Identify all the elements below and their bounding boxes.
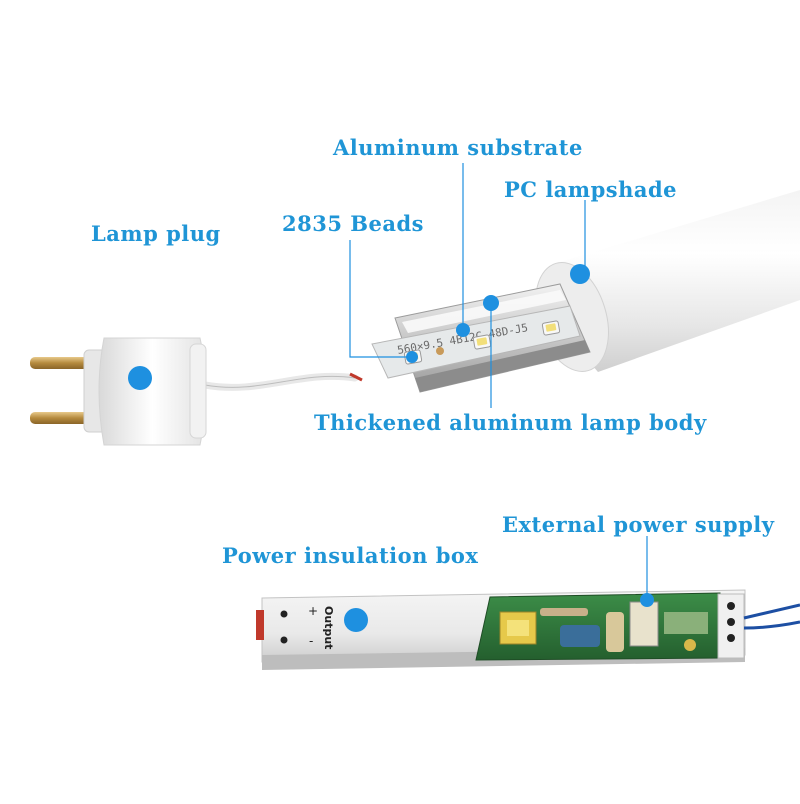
minus-sign: - [309,634,313,648]
external-power-supply-pcb [475,592,721,661]
leader-lines [349,163,648,598]
input-wire [743,603,800,620]
marker-insulation-box [344,608,368,632]
marker-beads [406,351,418,363]
marker-external-power [640,593,654,607]
markers [128,264,654,632]
input-terminal-block [717,593,800,659]
label-pc-lampshade: PC lampshade [504,177,678,202]
label-external-power: External power supply [502,512,775,537]
output-label: Output [322,606,335,649]
capacitor [629,601,659,647]
solder-pad [436,347,444,355]
label-aluminum-substrate: Aluminum substrate [333,135,583,160]
leader-beads [349,240,410,358]
output-terminal [256,610,264,640]
marker-pc-lampshade [570,264,590,284]
label-insulation-box: Power insulation box [222,543,479,568]
marker-aluminum-substrate [456,323,470,337]
label-lamp-body: Thickened aluminum lamp body [314,410,707,435]
lamp-plug [30,337,207,446]
label-beads: 2835 Beads [282,211,424,236]
marker-lamp-body [483,295,499,311]
plus-sign: + [308,604,318,618]
marker-lamp-plug [128,366,152,390]
label-lamp-plug: Lamp plug [91,221,221,246]
